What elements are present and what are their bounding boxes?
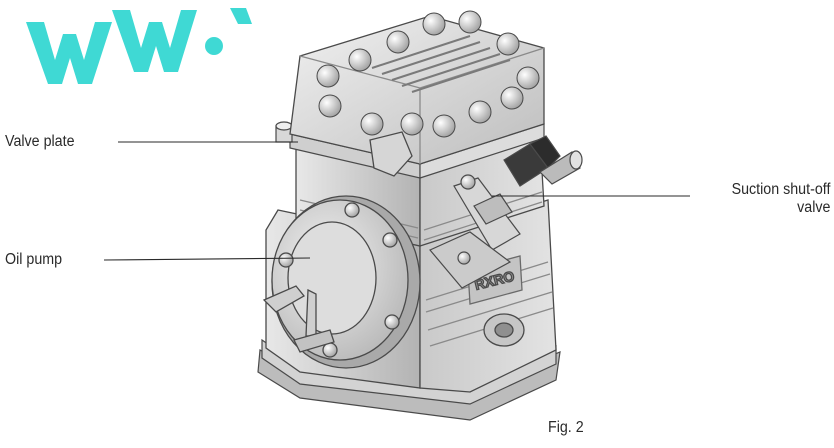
leader-line-oil-pump bbox=[103, 257, 311, 261]
label-oil-pump: Oil pump bbox=[5, 251, 63, 268]
oil-pump-cover bbox=[262, 195, 421, 369]
figure-caption: Fig. 2 bbox=[548, 419, 584, 436]
label-suction-line1: Suction shut-off bbox=[731, 181, 830, 198]
label-suction-shutoff-valve: Suction shut-off valve bbox=[731, 181, 830, 217]
leader-lines bbox=[103, 141, 690, 261]
label-suction-line2: valve bbox=[796, 199, 830, 216]
watermark-letters bbox=[26, 8, 252, 84]
label-valve-plate: Valve plate bbox=[5, 133, 75, 150]
suction-shutoff-valve bbox=[429, 135, 583, 289]
head-bolts bbox=[316, 10, 540, 138]
